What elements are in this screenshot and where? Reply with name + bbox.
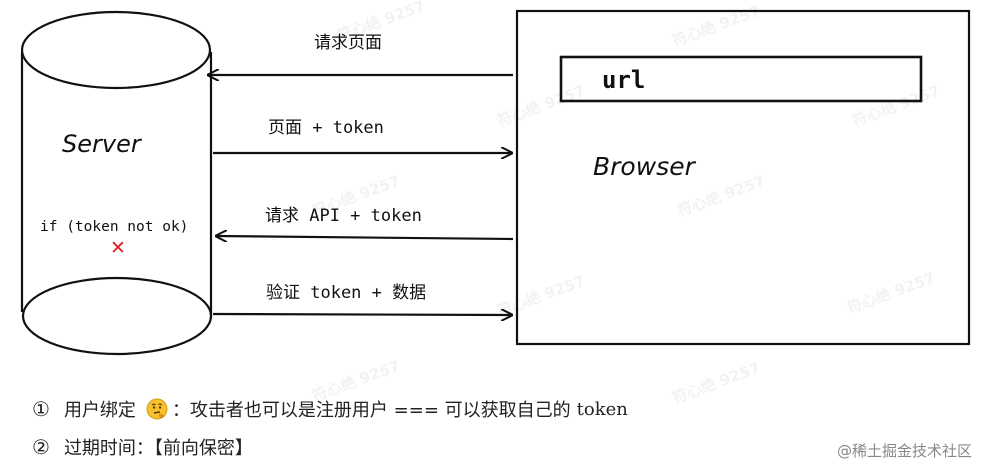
- arrow-label-page-token: 页面 + token: [268, 118, 384, 138]
- server-condition: if (token not ok): [40, 219, 188, 235]
- note-number: ①: [32, 397, 50, 421]
- browser-window: [515, 9, 971, 346]
- arrow-verify-data: [212, 314, 512, 315]
- url-bar: [559, 55, 923, 103]
- note-expiry: ② 过期时间：【前向保密】: [32, 434, 253, 460]
- diagram-canvas: Server if (token not ok) ✕ url Browser 请…: [20, 9, 971, 356]
- source-credit: @稀土掘金技术社区: [836, 442, 972, 460]
- note-user-binding: ① 用户绑定 ：攻击者也可以是注册用户 === 可以获取自己的 token: [32, 396, 628, 422]
- server-cylinder: [20, 10, 213, 356]
- browser-label: Browser: [593, 152, 697, 181]
- fail-cross-icon: ✕: [110, 237, 126, 259]
- arrow-label-request-page: 请求页面: [314, 33, 382, 53]
- note-text: token: [576, 398, 628, 420]
- note-text: 过期时间：【前向保密】: [63, 438, 253, 459]
- server-cylinder-body: [20, 52, 213, 318]
- thinking-face-icon: [146, 398, 168, 420]
- note-text: ：攻击者也可以是注册用户 === 可以获取自己的: [171, 400, 571, 421]
- server-label: Server: [62, 130, 143, 158]
- arrow-request-api: [216, 236, 514, 239]
- note-number: ②: [32, 435, 50, 459]
- arrow-label-verify-data: 验证 token + 数据: [266, 283, 426, 303]
- note-text: 用户绑定: [63, 400, 136, 421]
- arrow-label-request-api: 请求 API + token: [265, 206, 422, 226]
- server-cylinder-top: [20, 10, 212, 90]
- url-text: url: [602, 66, 645, 94]
- server-cylinder-bottom: [21, 276, 213, 356]
